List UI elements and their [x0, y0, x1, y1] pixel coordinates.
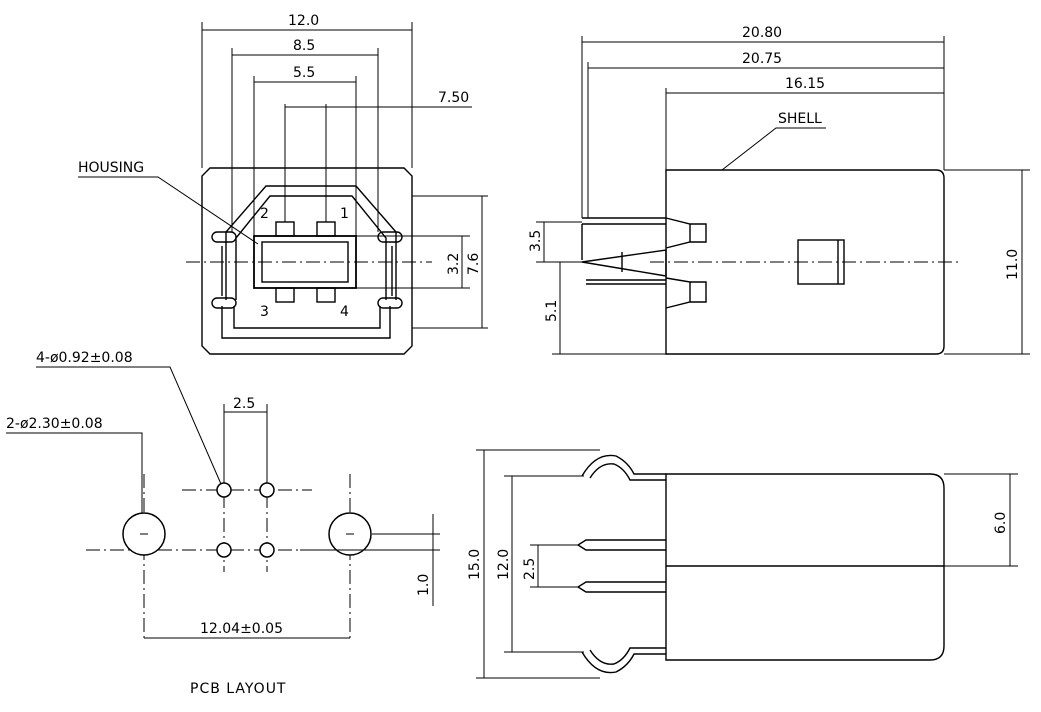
dim-pin-pitch: 2.5	[522, 558, 538, 580]
dim-width-inner: 5.5	[293, 65, 315, 81]
contact-wedge	[581, 217, 667, 285]
dim-length-shell: 20.75	[742, 51, 782, 67]
pin-hole-4	[259, 542, 275, 558]
dim-half-height: 6.0	[993, 512, 1009, 534]
left-tab-upper	[211, 231, 237, 243]
dim-length-total: 20.80	[742, 25, 782, 41]
shell-contour	[225, 185, 397, 300]
pin-hole-2	[259, 482, 275, 498]
top-wing	[581, 454, 666, 477]
right-tab-upper	[377, 231, 403, 243]
shell-body	[665, 169, 945, 355]
pin-4-label: 4	[340, 304, 349, 320]
pin-upper	[665, 217, 707, 249]
left-tab-lower	[211, 297, 237, 309]
dim-width-outer: 12.0	[288, 13, 319, 29]
pin-1-label: 1	[340, 206, 349, 222]
dim-offset: 7.50	[438, 90, 469, 106]
contact-2	[275, 221, 295, 237]
contact-3	[275, 287, 295, 303]
pin-3-label: 3	[260, 304, 269, 320]
dim-small-holes: 4-ø0.92±0.08	[36, 350, 133, 366]
right-tab-lower	[377, 297, 403, 309]
top-pin-2	[576, 581, 666, 593]
dim-large-holes: 2-ø2.30±0.08	[6, 416, 103, 432]
pin-hole-1	[216, 482, 232, 498]
shell-bottom-inner	[233, 306, 381, 329]
housing-label: HOUSING	[78, 160, 144, 176]
front-view: 2 1 3 4 12.0 8.5 5.5 7.50 3.2 7.6 H	[78, 13, 488, 355]
bottom-wing	[581, 651, 666, 674]
housing-outline	[201, 167, 413, 355]
dim-height-body: 7.6	[466, 253, 482, 275]
pin-2-label: 2	[260, 206, 269, 222]
side-view: 20.80 20.75 16.15 SHELL 11.0 3.5 5.1	[528, 25, 1030, 355]
contact-1	[316, 221, 336, 237]
pin-lower	[665, 277, 707, 309]
dim-pitch-x: 2.5	[233, 396, 255, 412]
shell-bottom	[221, 306, 391, 339]
shell-contour-inner	[235, 195, 387, 300]
dim-width-total: 15.0	[467, 549, 483, 580]
dim-length-body: 16.15	[785, 76, 825, 92]
shell-leader	[721, 127, 826, 171]
top-view: 15.0 12.0 2.5 6.0	[467, 449, 1018, 679]
pcb-layout-title: PCB LAYOUT	[190, 681, 287, 697]
dim-height-total: 11.0	[1005, 249, 1021, 280]
shell-label: SHELL	[778, 111, 822, 127]
contact-4	[316, 287, 336, 303]
top-pin-1	[576, 539, 666, 551]
dim-pin-lower: 5.1	[544, 300, 560, 322]
pcb-layout: 2.5 4-ø0.92±0.08 2-ø2.30±0.08 1.0 12.04±…	[6, 350, 440, 697]
pin-hole-3	[216, 542, 232, 558]
small-hole-leader	[36, 366, 222, 485]
dim-width-shell: 12.0	[496, 549, 512, 580]
dim-mount-span: 12.04±0.05	[200, 621, 283, 637]
dim-pin-upper: 3.5	[528, 230, 544, 252]
dim-height-slot: 3.2	[446, 253, 462, 275]
dim-row-offset: 1.0	[416, 574, 432, 596]
top-body	[665, 473, 945, 661]
housing-leader	[78, 176, 259, 245]
dim-width-mid: 8.5	[293, 38, 315, 54]
large-hole-leader	[6, 432, 143, 514]
